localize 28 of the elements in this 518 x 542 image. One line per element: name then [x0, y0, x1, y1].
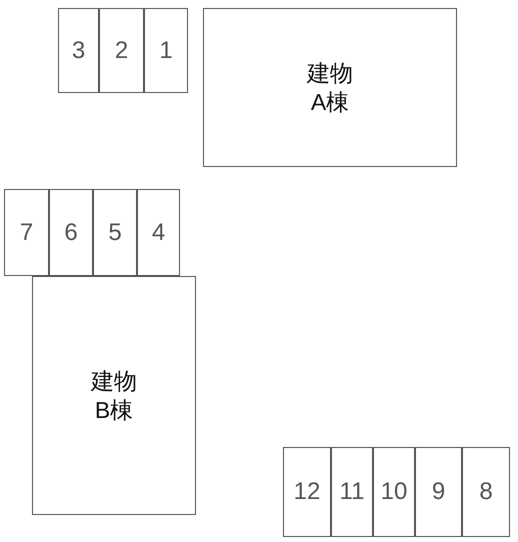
parking-space	[49, 189, 93, 276]
parking-space	[415, 447, 462, 537]
space-number: 3	[72, 36, 86, 64]
space-number: 2	[114, 36, 128, 64]
space-number: 4	[152, 218, 166, 246]
parking-space	[462, 447, 510, 537]
space-number: 1	[159, 36, 173, 64]
parking-space	[99, 8, 144, 93]
parking-space	[4, 189, 49, 276]
building-outline	[203, 8, 457, 167]
parking-space	[283, 447, 331, 537]
space-number: 5	[108, 218, 122, 246]
building-label: 建物A棟	[306, 58, 354, 116]
space-number: 7	[20, 218, 34, 246]
parking-space	[331, 447, 373, 537]
parking-space	[144, 8, 188, 93]
space-number: 8	[479, 478, 493, 506]
parking-space	[93, 189, 137, 276]
parking-space	[58, 8, 99, 93]
space-number: 10	[380, 478, 408, 506]
building-label: 建物B棟	[90, 366, 138, 424]
space-number: 12	[294, 478, 320, 506]
space-number: 6	[64, 218, 78, 246]
space-number: 9	[432, 478, 446, 506]
parking-space	[373, 447, 415, 537]
parking-space	[137, 189, 180, 276]
space-number: 11	[340, 478, 364, 506]
building-outline	[32, 276, 196, 515]
